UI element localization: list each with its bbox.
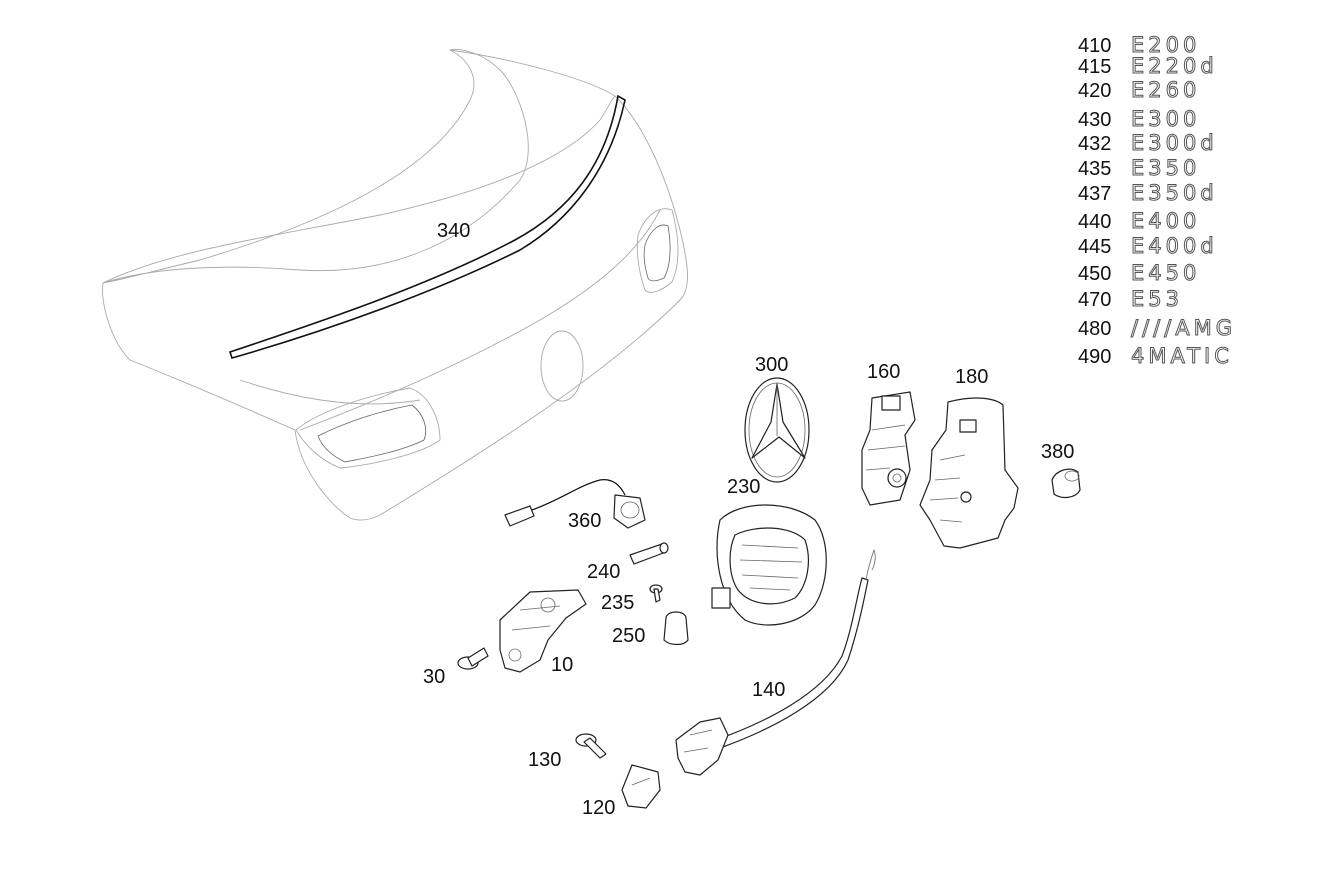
emblem-badge: E300d	[1131, 131, 1218, 155]
callout-230: 230	[727, 476, 760, 498]
emblem-badge: E400	[1131, 209, 1200, 233]
callout-160: 160	[867, 361, 900, 383]
emblem-number: 415	[1078, 56, 1111, 78]
actuator-unit-part	[861, 391, 916, 506]
release-cable-part	[675, 548, 876, 776]
emblem-badge: E400d	[1131, 234, 1218, 258]
emblem-number: 470	[1078, 289, 1111, 311]
emblem-badge: E220d	[1131, 54, 1218, 78]
emblem-number: 410	[1078, 35, 1111, 57]
handle-cover-part	[621, 764, 661, 809]
emblem-number: 435	[1078, 158, 1111, 180]
small-screw-part	[649, 584, 663, 603]
emblem-number: 490	[1078, 346, 1111, 368]
pin-part	[629, 542, 669, 565]
cover-housing-part	[919, 397, 1019, 549]
callout-10: 10	[551, 654, 573, 676]
callout-180: 180	[955, 366, 988, 388]
emblem-number: 437	[1078, 183, 1111, 205]
trunk-lid-part	[102, 49, 688, 521]
bolt-part	[457, 647, 489, 670]
emblem-number: 432	[1078, 133, 1111, 155]
emblem-badge: E350d	[1131, 181, 1218, 205]
callout-120: 120	[582, 797, 615, 819]
emblem-number: 480	[1078, 318, 1111, 340]
emblem-badge: 4MATIC	[1131, 344, 1233, 368]
emblem-number: 440	[1078, 211, 1111, 233]
emblem-badge: E53	[1131, 287, 1183, 311]
emblem-number: 430	[1078, 109, 1111, 131]
callout-235: 235	[601, 592, 634, 614]
clip-part	[1051, 468, 1081, 499]
emblem-badge: E300	[1131, 107, 1200, 131]
emblem-list: 410 E200 415 E220d 420 E260 430 E300 432…	[1078, 33, 1236, 369]
screw-part	[575, 733, 607, 759]
emblem-badge: ////AMG	[1131, 316, 1236, 340]
camera-unit-part	[711, 504, 827, 626]
callout-360: 360	[568, 510, 601, 532]
callout-250: 250	[612, 625, 645, 647]
callout-380: 380	[1041, 441, 1074, 463]
lock-bracket-part	[499, 589, 587, 673]
emblem-badge: E450	[1131, 261, 1200, 285]
emblem-number: 420	[1078, 80, 1111, 102]
star-emblem-part	[744, 377, 810, 483]
emblem-number: 445	[1078, 236, 1111, 258]
callout-240: 240	[587, 561, 620, 583]
emblem-number: 450	[1078, 263, 1111, 285]
grommet-part	[663, 611, 689, 646]
callout-30: 30	[423, 666, 445, 688]
emblem-badge: E350	[1131, 156, 1200, 180]
emblem-badge: E200	[1131, 33, 1200, 57]
callout-340: 340	[437, 220, 470, 242]
callout-130: 130	[528, 749, 561, 771]
wiring-harness-part	[504, 479, 646, 529]
callout-300: 300	[755, 354, 788, 376]
emblem-badge: E260	[1131, 78, 1200, 102]
callout-140: 140	[752, 679, 785, 701]
